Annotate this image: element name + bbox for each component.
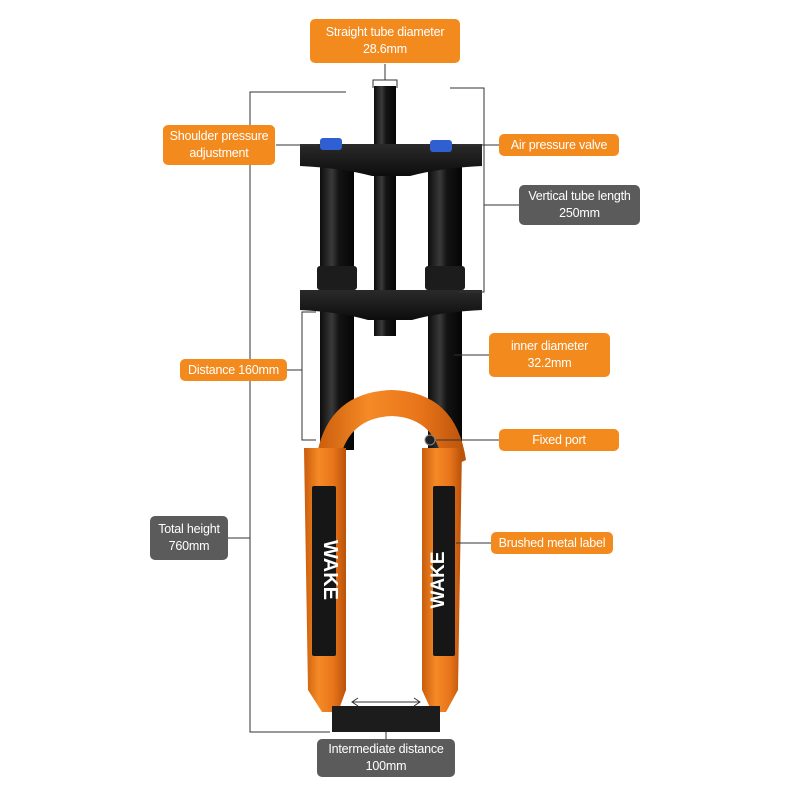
left-valve-cap [320, 138, 342, 150]
right-brand-text: WAKE [428, 552, 449, 609]
inner-diameter-title: inner diameter [510, 339, 589, 353]
fixed-port [424, 434, 436, 446]
total-height-title: Total height [158, 522, 220, 536]
fixed-port-title: Fixed port [532, 432, 586, 447]
straight-tube-title: Straight tube diameter [325, 25, 445, 39]
left-brand-text: WAKE [319, 540, 341, 600]
right-collar [425, 266, 465, 290]
lower-crown [300, 290, 482, 320]
brushed-metal-label-label: Brushed metal label [491, 532, 613, 554]
vertical-tube-value: 250mm [559, 206, 600, 220]
dimension-lines [228, 64, 520, 740]
intermediate-distance-label: Intermediate distance 100mm [317, 739, 455, 777]
total-height-label: Total height 760mm [150, 516, 228, 560]
shoulder-pressure-line2: adjustment [189, 146, 249, 160]
straight-tube-diameter-label: Straight tube diameter 28.6mm [310, 19, 460, 63]
fixed-port-label: Fixed port [499, 429, 619, 451]
vertical-tube-length-label: Vertical tube length 250mm [519, 185, 640, 225]
shoulder-pressure-line1: Shoulder pressure [169, 129, 269, 143]
total-height-value: 760mm [168, 539, 210, 553]
right-brand-sticker [433, 486, 455, 656]
straight-tube-value: 28.6mm [363, 42, 407, 56]
axle-plate [332, 706, 440, 732]
brushed-label-title: Brushed metal label [498, 535, 606, 550]
left-collar [317, 266, 357, 290]
vertical-tube-title: Vertical tube length [528, 189, 631, 203]
distance-label: Distance 160mm [180, 359, 287, 381]
air-valve-cap [430, 140, 452, 152]
air-pressure-valve-label: Air pressure valve [499, 134, 619, 156]
air-valve-title: Air pressure valve [510, 137, 608, 152]
shoulder-pressure-label: Shoulder pressure adjustment [163, 125, 275, 165]
lower-arch [316, 390, 466, 470]
intermediate-value: 100mm [365, 759, 407, 773]
left-brand-sticker [312, 486, 336, 656]
intermediate-title: Intermediate distance [328, 742, 444, 756]
distance-title: Distance 160mm [188, 362, 279, 377]
inner-diameter-value: 32.2mm [527, 356, 572, 370]
inner-diameter-label: inner diameter 32.2mm [489, 333, 610, 377]
